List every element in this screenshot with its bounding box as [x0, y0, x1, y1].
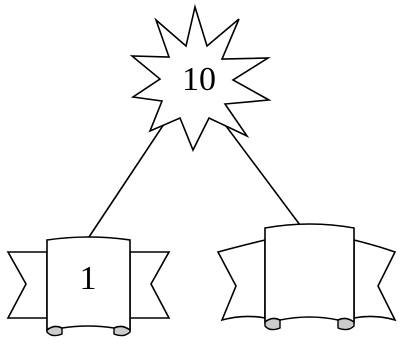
ribbon-panel [46, 236, 131, 332]
ribbon-panel [264, 223, 355, 324]
ribbon-tail-left [6, 251, 48, 319]
ribbon-tail-right [353, 238, 397, 322]
starburst-icon [129, 3, 272, 152]
ribbon-banner-left: 1 [6, 236, 171, 337]
root-starburst: 10 [129, 3, 272, 152]
ribbon-tail-right [129, 251, 171, 319]
connector-left [86, 117, 169, 241]
ribbon-banner-right [216, 223, 397, 331]
left-child-value: 1 [80, 260, 97, 297]
connector-right [219, 117, 301, 226]
ribbon-tail-left [216, 238, 266, 322]
root-value: 10 [182, 61, 216, 98]
